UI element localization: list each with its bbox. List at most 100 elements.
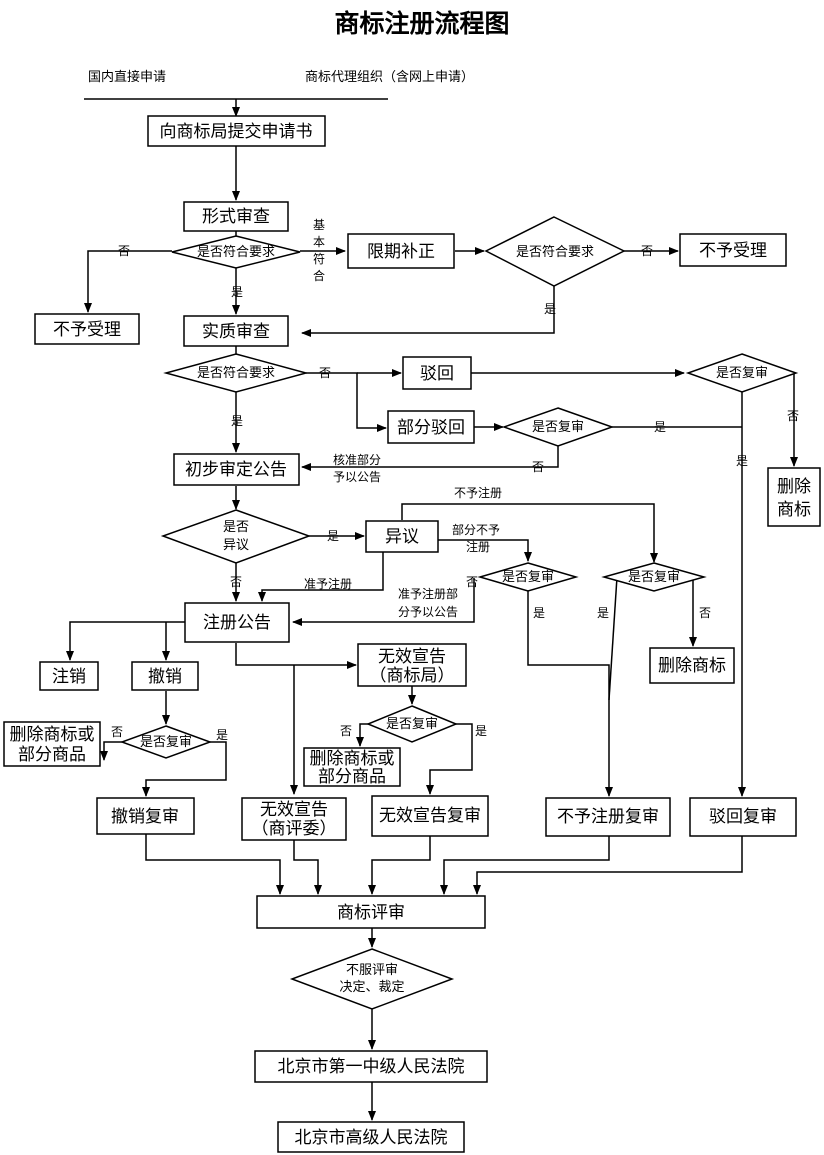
decision-review-5: 是否复审: [119, 725, 213, 759]
label-approve-reg-partial-2: 分予以公告: [398, 605, 458, 619]
decision-appeal-line1: 不服评审: [346, 963, 398, 978]
label-no-review-3: 否: [466, 575, 478, 589]
decision-review-6-label: 是否复审: [386, 717, 438, 732]
node-court-2: 北京市高级人民法院: [277, 1121, 465, 1153]
node-delete-partial-1-line2: 部分商品: [18, 745, 86, 765]
label-no-review-5: 否: [111, 725, 123, 739]
node-invalid-board-line1: 无效宣告: [260, 800, 328, 820]
node-registration-label: 注册公告: [203, 613, 271, 633]
node-delete-partial-2: 删除商标或 部分商品: [303, 747, 401, 787]
node-delete-mark-2: 删除商标: [649, 647, 735, 684]
decision-appeal-line2: 决定、裁定: [339, 979, 404, 995]
decision-review-4-label: 是否复审: [628, 570, 680, 585]
label-yes-review-4: 是: [597, 606, 609, 620]
decision-objection-line2: 异议: [223, 538, 249, 553]
node-revoke-label: 撤销: [148, 667, 182, 687]
label-not-registered: 不予注册: [454, 485, 502, 500]
node-objection-label: 异议: [385, 527, 419, 547]
node-delete-mark-1-line1: 删除: [777, 477, 811, 497]
node-delete-mark-2-label: 删除商标: [658, 656, 726, 676]
node-revoke-review-label: 撤销复审: [111, 807, 179, 827]
label-approve-partial-1: 核准部分: [333, 452, 381, 467]
source-agent: 商标代理组织（含网上申请）: [305, 69, 474, 85]
decision-objection: 是否 异议: [160, 509, 312, 564]
label-yes-review-6: 是: [475, 724, 487, 738]
node-tmrab: 商标评审: [256, 895, 486, 929]
label-no-review-4: 否: [699, 606, 711, 620]
label-no-substantive: 否: [319, 366, 331, 380]
label-partial-not-2: 注册: [466, 539, 490, 554]
label-yes-correct: 是: [544, 302, 556, 316]
label-basic-1: 基: [313, 218, 325, 232]
label-yes-review-1: 是: [736, 454, 748, 468]
decision-review-1-label: 是否复审: [716, 366, 768, 381]
node-invalid-board: 无效宣告 （商评委）: [241, 797, 347, 841]
node-reject-left: 不予受理: [34, 313, 140, 345]
decision-correct: 是否符合要求: [484, 216, 626, 287]
node-nonreg-review: 不予注册复审: [545, 797, 671, 837]
node-rejection-review: 驳回复审: [689, 797, 797, 837]
decision-review-1: 是否复审: [685, 353, 799, 393]
node-rejection-review-label: 驳回复审: [709, 807, 777, 827]
node-correct-label: 限期补正: [367, 242, 435, 262]
node-invalid-board-line2: （商评委）: [252, 819, 337, 839]
node-partial-rejection: 部分驳回: [387, 410, 475, 444]
decision-review-2-label: 是否复审: [532, 420, 584, 435]
diagram-title: 商标注册流程图: [334, 9, 509, 38]
node-invalid-review: 无效宣告复审: [371, 795, 489, 837]
node-court-1: 北京市第一中级人民法院: [254, 1050, 488, 1083]
node-prelim: 初步审定公告: [173, 453, 300, 486]
node-court-1-label: 北京市第一中级人民法院: [278, 1057, 465, 1077]
node-revoke: 撤销: [131, 661, 199, 691]
decision-formal: 是否符合要求: [171, 235, 301, 269]
label-no-review-1: 否: [787, 409, 799, 423]
label-basic-4: 合: [313, 268, 325, 283]
connectors: [66, 98, 798, 1121]
node-cancel-registration: 注销: [39, 661, 99, 691]
node-prelim-label: 初步审定公告: [185, 460, 287, 480]
node-cancel-registration-label: 注销: [52, 667, 86, 687]
label-approve-reg-partial-1: 准予注册部: [398, 586, 458, 601]
label-yes-review-2: 是: [654, 420, 666, 434]
decision-review-3-label: 是否复审: [502, 570, 554, 585]
node-delete-mark-1-line2: 商标: [777, 500, 811, 520]
node-court-2-label: 北京市高级人民法院: [295, 1128, 448, 1148]
label-yes-review-5: 是: [216, 728, 228, 742]
node-reject-left-label: 不予受理: [53, 320, 121, 340]
decision-review-4: 是否复审: [601, 562, 707, 592]
node-invalid-office-line2: （商标局）: [370, 666, 455, 686]
label-yes-objection: 是: [327, 529, 339, 543]
node-nonreg-review-label: 不予注册复审: [557, 807, 659, 827]
label-basic-2: 本: [313, 235, 325, 249]
node-delete-partial-2-line1: 删除商标或: [310, 749, 395, 769]
node-rejection: 驳回: [402, 356, 472, 390]
source-direct: 国内直接申请: [88, 69, 166, 85]
edge-labels: 否 基 本 符 合 否 是 是 否 是 是 否 是 核准部分 予以公告 否 不予…: [111, 218, 799, 742]
node-delete-partial-1-line1: 删除商标或: [10, 725, 95, 745]
node-registration: 注册公告: [184, 602, 290, 643]
label-no-objection: 否: [230, 575, 242, 589]
node-tmrab-label: 商标评审: [337, 903, 405, 923]
label-yes-review-3: 是: [533, 606, 545, 620]
node-substantive-label: 实质审查: [202, 322, 270, 342]
decision-appeal: 不服评审 决定、裁定: [289, 948, 455, 1010]
decision-formal-label: 是否符合要求: [197, 244, 275, 260]
label-yes-formal: 是: [231, 285, 243, 299]
decision-review-5-label: 是否复审: [140, 735, 192, 750]
node-revoke-review: 撤销复审: [96, 797, 195, 835]
label-no-review-6: 否: [340, 724, 352, 738]
decision-substantive-label: 是否符合要求: [197, 365, 275, 381]
label-no-formal-left: 否: [118, 244, 130, 258]
node-substantive: 实质审查: [183, 315, 289, 347]
label-partial-not-1: 部分不予: [452, 522, 500, 537]
node-invalid-office: 无效宣告 （商标局）: [357, 643, 467, 687]
node-invalid-review-label: 无效宣告复审: [379, 806, 481, 826]
node-rejection-label: 驳回: [420, 364, 454, 384]
node-formal-review-label: 形式审查: [202, 207, 270, 227]
label-no-correct: 否: [641, 244, 653, 258]
decision-review-6: 是否复审: [366, 705, 458, 743]
decision-review-2: 是否复审: [501, 407, 615, 447]
node-reject-right-label: 不予受理: [699, 241, 767, 261]
label-approve-reg: 准予注册: [304, 576, 352, 591]
